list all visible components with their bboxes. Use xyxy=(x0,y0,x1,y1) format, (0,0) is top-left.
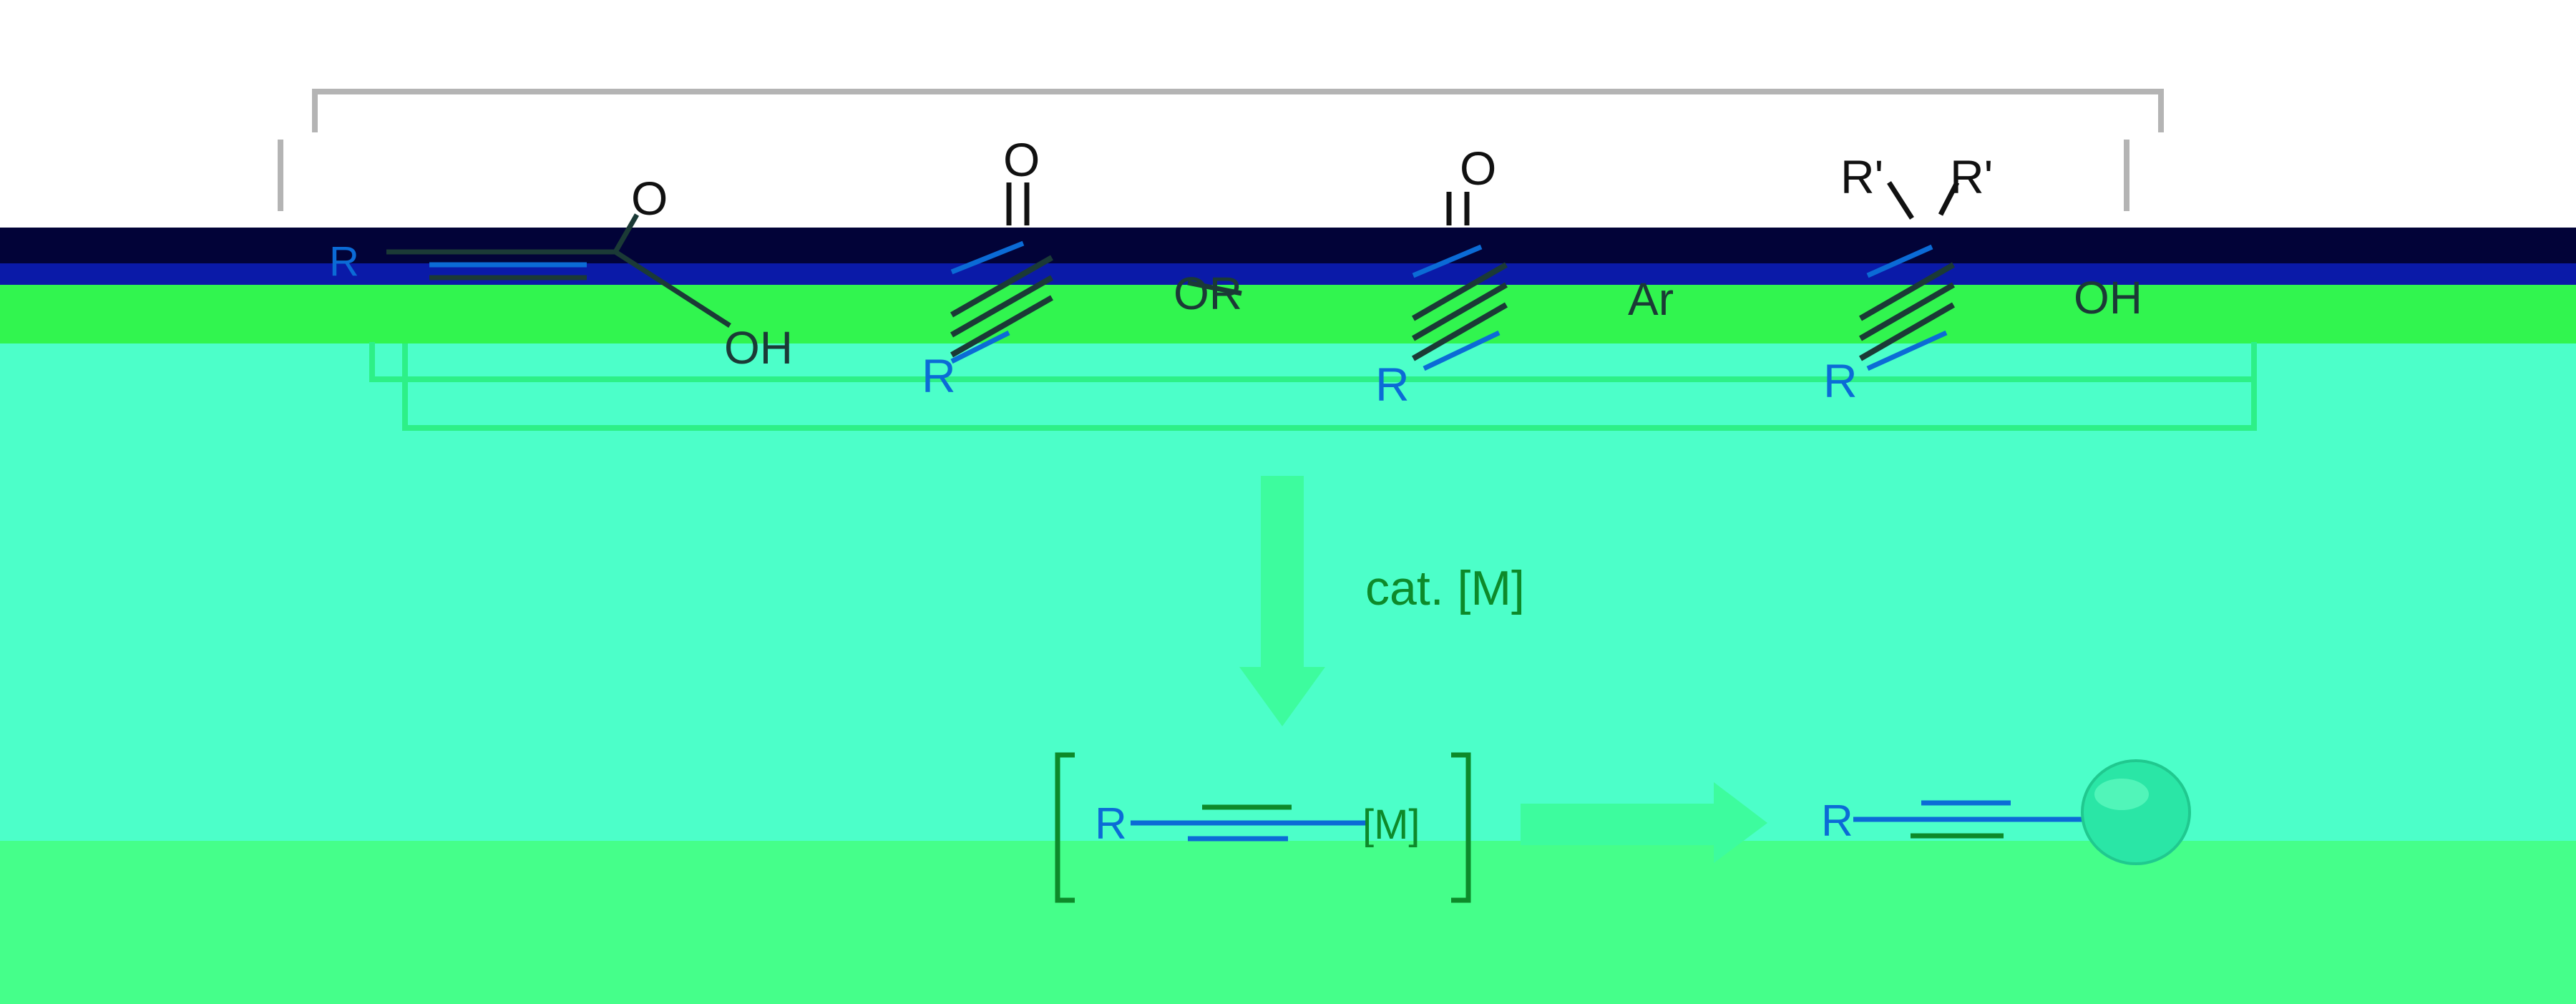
substrate-4-r-prime-right: R' xyxy=(1950,150,1993,203)
product-arrow xyxy=(1521,782,1767,863)
product-alkyne: R xyxy=(1821,759,2191,865)
substrate-ynone-ester: O OR R xyxy=(922,133,1242,402)
substrate-bracket-bottom xyxy=(369,342,2257,431)
product-r-label: R xyxy=(1821,796,1853,846)
substrate-3-carbonyl-o: O xyxy=(1460,142,1496,195)
substrate-4-hydroxyl: OH xyxy=(2074,272,2142,323)
substrate-propiolic-acid: R O OH xyxy=(329,172,793,374)
reaction-conditions-label: cat. [M] xyxy=(1365,561,1525,615)
green-band xyxy=(0,285,2576,343)
substrate-2-r-label: R xyxy=(922,349,956,402)
white-background-band xyxy=(0,0,2576,228)
substrate-2-ester-or: OR xyxy=(1174,268,1242,319)
intermediate-metal-acetylide: R [M] xyxy=(1055,752,1471,903)
substrate-2-carbonyl-o: O xyxy=(1003,133,1040,186)
reaction-arrow xyxy=(1239,476,1325,726)
substrate-4-r-label: R xyxy=(1823,354,1858,407)
substrate-4-r-prime-left: R' xyxy=(1840,150,1883,203)
substrate-propargyl-alcohol: R' R' OH R xyxy=(1823,150,2142,407)
substrate-1-hydroxyl: OH xyxy=(724,322,793,374)
substrate-ynone-aryl: O Ar R xyxy=(1375,142,1674,411)
product-sphere xyxy=(2081,759,2191,865)
bottom-green-band xyxy=(0,841,2576,1004)
substrate-3-aryl: Ar xyxy=(1628,273,1674,325)
substrate-1-r-label: R xyxy=(329,238,359,285)
intermediate-r-label: R xyxy=(1095,799,1127,849)
intermediate-metal-label: [M] xyxy=(1362,801,1420,848)
blue-band xyxy=(0,263,2576,285)
substrate-bracket-top xyxy=(278,89,2164,211)
substrate-3-r-label: R xyxy=(1375,358,1410,411)
product-sphere-highlight xyxy=(2094,779,2149,810)
navy-band xyxy=(0,228,2576,263)
substrate-1-carbonyl-o: O xyxy=(631,172,668,225)
